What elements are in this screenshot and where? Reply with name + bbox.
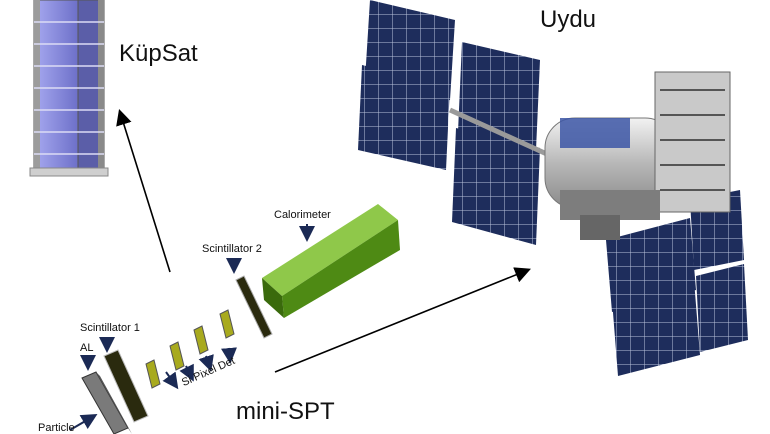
particle-label: Particle [38,422,75,434]
detector-stack [81,204,400,434]
satellite-illustration [358,0,748,376]
arrow-to-cubesat [116,108,171,273]
calorimeter-label: Calorimeter [274,209,331,221]
si-pointer-2 [179,363,194,382]
scintillator-1-label: Scintillator 1 [80,322,140,334]
arrow-to-satellite [274,267,531,373]
al-label: AL [80,342,94,354]
cubesat-illustration [29,0,109,177]
si-pointer-1 [162,371,179,390]
si-pointer-3 [198,354,214,372]
si-pointer-4 [221,347,237,364]
mini-spt-label: mini-SPT [236,398,335,425]
satellite-label: Uydu [540,6,597,33]
cubesat-label: KüpSat [119,40,198,67]
particle-pointer [69,413,98,431]
scintillator-2-label: Scintillator 2 [202,243,262,255]
